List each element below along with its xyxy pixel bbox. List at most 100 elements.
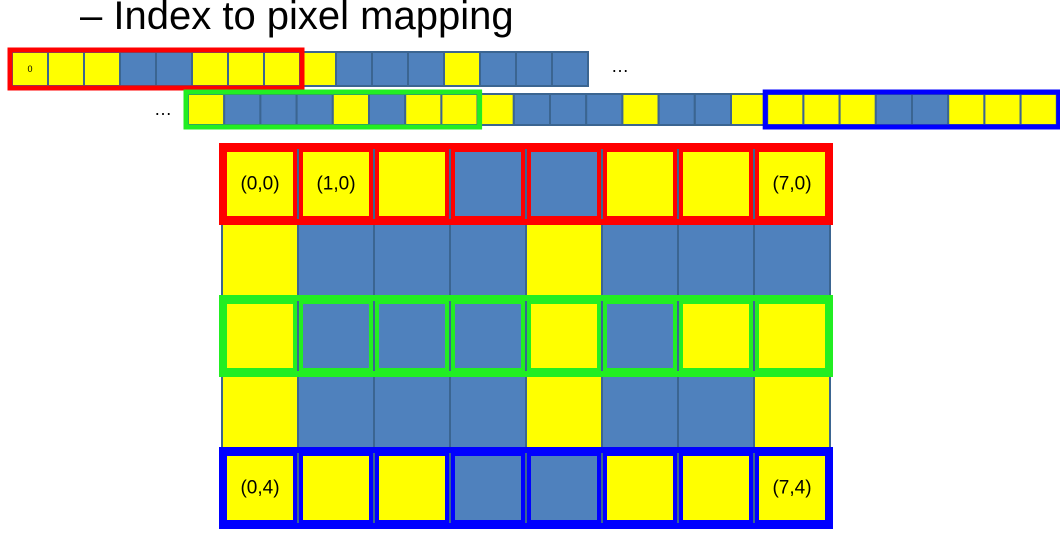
pixel-cell-outline [603, 452, 677, 524]
strip-cell [263, 51, 301, 87]
pixel-cell-outline [603, 300, 677, 372]
pixel-cell [373, 221, 451, 299]
grid-row-2-highlight [219, 295, 833, 377]
strip-ellipsis-left: … [154, 99, 172, 119]
pixel-cell-outline [603, 148, 677, 220]
strip-cell [838, 93, 877, 126]
pixel-cell [753, 297, 831, 375]
pixel-cell-outline [375, 452, 449, 524]
strip-cell [440, 93, 479, 126]
pixel-cell [677, 221, 755, 299]
strip-cell [227, 51, 265, 87]
pixel-cell [525, 373, 603, 451]
strip-cell [512, 93, 551, 126]
pixel-coordinate-label: (0,0) [240, 174, 279, 195]
strip-cell [443, 51, 481, 87]
strip-cell [407, 51, 445, 87]
pixel-cell [525, 297, 603, 375]
pixel-cell-outline [299, 452, 373, 524]
strip-cell [371, 51, 409, 87]
pixel-cell [373, 145, 451, 223]
strip-row-4-highlight [762, 89, 1060, 130]
pixel-cell-outline [451, 148, 525, 220]
grid-row-4-highlight [219, 447, 833, 529]
highlight-overlays: (0,0)(1,0)(7,0)(0,4)(7,4) [219, 143, 833, 529]
pixel-cell [449, 145, 527, 223]
pixel-cell-outline [451, 300, 525, 372]
strip-cell [802, 93, 841, 126]
strip-cell [983, 93, 1022, 126]
strip-cell [335, 51, 373, 87]
strip-cell [476, 93, 515, 126]
pixel-cell [601, 373, 679, 451]
pixel-cell [525, 221, 603, 299]
pixel-cell-outline [451, 452, 525, 524]
pixel-cell [221, 145, 299, 223]
strip-cell [515, 51, 553, 87]
pixel-cell [221, 373, 299, 451]
strip-cell [259, 93, 298, 126]
strip-cell [693, 93, 732, 126]
pixel-cell [373, 449, 451, 527]
strip-cell [479, 51, 517, 87]
pixel-cell [297, 221, 375, 299]
linear-strip-bottom: … [154, 89, 1060, 130]
slide-title: – Index to pixel mapping [80, 0, 514, 38]
pixel-cell-outline [299, 148, 373, 220]
strip-cell [911, 93, 950, 126]
pixel-cell [297, 297, 375, 375]
pixel-cell-outline [375, 300, 449, 372]
pixel-cell [753, 221, 831, 299]
strip-cell [119, 51, 157, 87]
strip-cell [404, 93, 443, 126]
strip-cell [47, 51, 85, 87]
pixel-cell-outline [527, 148, 601, 220]
pixel-cell [373, 297, 451, 375]
strip-cell [874, 93, 913, 126]
pixel-cell-outline [679, 148, 753, 220]
strip-cell [295, 93, 334, 126]
pixel-cell [601, 145, 679, 223]
strip-cell [191, 51, 229, 87]
pixel-cell [221, 449, 299, 527]
pixel-cell-outline [299, 300, 373, 372]
pixel-cell [677, 297, 755, 375]
strip-cell [766, 93, 805, 126]
pixel-cell [449, 449, 527, 527]
pixel-coordinate-label: (7,0) [772, 174, 811, 195]
strip-cell [368, 93, 407, 126]
pixel-cell [297, 373, 375, 451]
strip-cell [1019, 93, 1058, 126]
pixel-grid [221, 145, 831, 527]
pixel-cell [677, 373, 755, 451]
pixel-cell [297, 145, 375, 223]
pixel-cell [449, 221, 527, 299]
pixel-cell [525, 145, 603, 223]
pixel-cell [753, 373, 831, 451]
strip-cell [585, 93, 624, 126]
pixel-coordinate-label: (0,4) [240, 478, 279, 499]
grid-row-0-highlight [219, 143, 833, 225]
pixel-cell [297, 449, 375, 527]
pixel-cell [449, 297, 527, 375]
pixel-cell [677, 449, 755, 527]
pixel-cell [677, 145, 755, 223]
strip-cell [730, 93, 769, 126]
pixel-cell [221, 297, 299, 375]
strip-cell [155, 51, 193, 87]
strip-cell [621, 93, 660, 126]
pixel-cell-outline [679, 452, 753, 524]
strip-row-2-highlight [183, 89, 483, 130]
strip-start-index-label: 0 [27, 64, 32, 74]
pixel-cell-outline [527, 452, 601, 524]
strip-cell [551, 51, 589, 87]
pixel-cell-outline [375, 148, 449, 220]
pixel-cell [221, 221, 299, 299]
strip-cell [947, 93, 986, 126]
strip-cell [223, 93, 262, 126]
strip-cell [83, 51, 121, 87]
pixel-cell [373, 373, 451, 451]
pixel-cell [449, 373, 527, 451]
linear-strip-top: 0… [7, 47, 629, 91]
